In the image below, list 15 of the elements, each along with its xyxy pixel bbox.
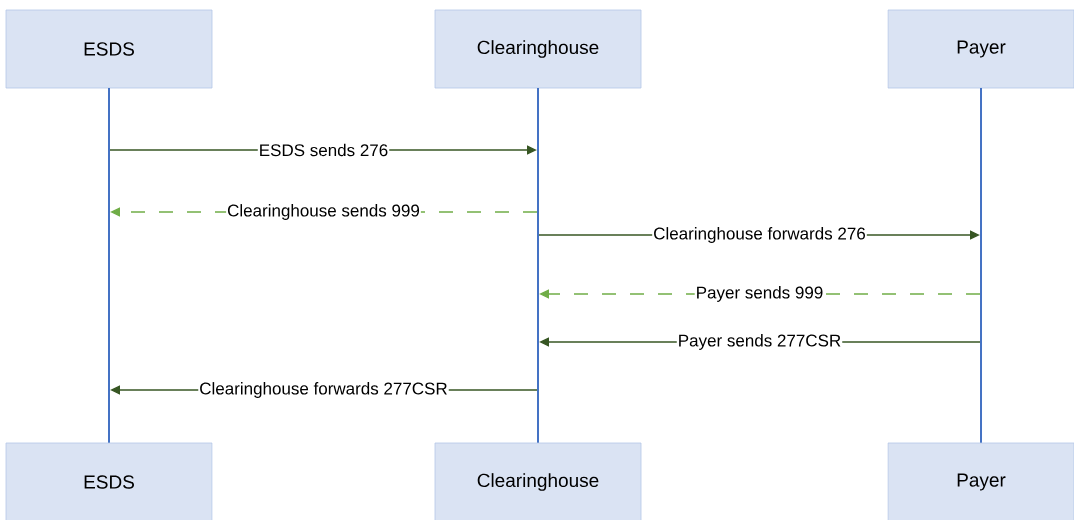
participant-box: Payer (887, 442, 1074, 520)
message-label: Clearinghouse sends 999 (226, 203, 421, 221)
participant-box: Payer (887, 9, 1074, 89)
participant-box: ESDS (5, 9, 213, 89)
message-label: Clearinghouse forwards 276 (652, 226, 867, 244)
lifeline (980, 88, 982, 443)
message-label: ESDS sends 276 (257, 142, 390, 158)
lifeline (108, 88, 110, 443)
message-label: Payer sends 999 (694, 285, 825, 303)
participant-box: Clearinghouse (434, 442, 642, 520)
lifeline (537, 88, 539, 443)
message-label: Clearinghouse forwards 277CSR (198, 381, 449, 399)
participant-box: ESDS (5, 442, 213, 520)
participant-box: Clearinghouse (434, 9, 642, 89)
message-label: Payer sends 277CSR (676, 333, 843, 351)
